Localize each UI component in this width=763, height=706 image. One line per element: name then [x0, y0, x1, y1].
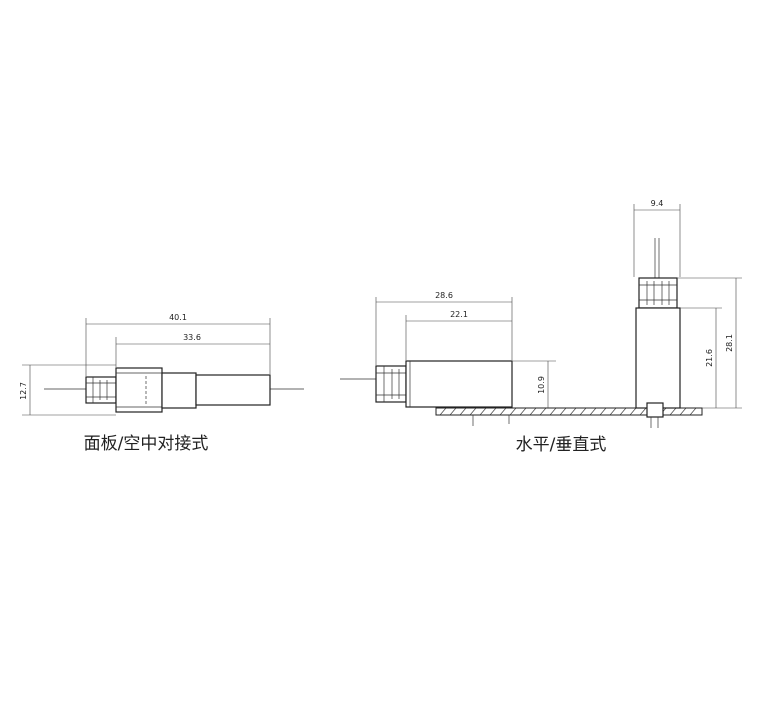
left-panel-nut — [115, 367, 163, 413]
dim-left-height: 12.7 — [19, 382, 28, 400]
horizontal-body — [405, 360, 513, 408]
horizontal-plug-head — [375, 365, 407, 403]
dim-vertical-width: 9.4 — [651, 199, 664, 208]
vertical-body — [635, 307, 681, 409]
dim-horizontal-overall: 28.6 — [435, 291, 453, 300]
dim-vertical-body-height: 21.6 — [705, 349, 714, 367]
left-body-rear — [195, 374, 271, 406]
vertical-plug-head — [638, 277, 678, 309]
left-plug-head — [85, 376, 117, 404]
caption-left: 面板/空中对接式 — [84, 434, 209, 454]
dim-left-overall: 40.1 — [169, 313, 187, 322]
left-body-front — [161, 372, 197, 409]
dim-horizontal-body: 22.1 — [450, 310, 468, 319]
caption-right: 水平/垂直式 — [516, 435, 607, 455]
panel-connector-drawing: 40.1 33.6 12.7 — [19, 313, 304, 416]
dim-horizontal-height: 10.9 — [537, 376, 546, 394]
pcb-connector-drawing: 28.6 22.1 10.9 9.4 21.6 — [340, 199, 742, 428]
dim-vertical-overall-height: 28.1 — [725, 334, 734, 352]
dim-left-body: 33.6 — [183, 333, 201, 342]
